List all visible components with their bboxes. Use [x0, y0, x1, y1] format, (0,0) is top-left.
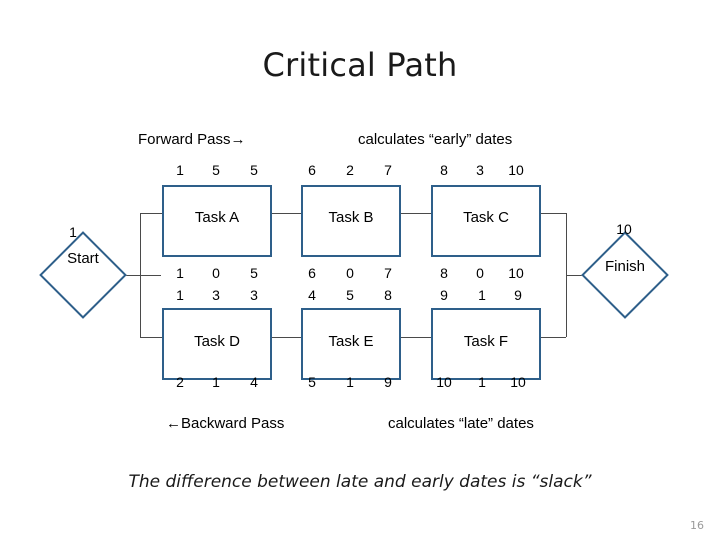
task-c-early-finish: 10 — [508, 162, 524, 178]
connector-to-finish — [566, 275, 594, 276]
finish-node-label: Finish — [604, 258, 645, 275]
start-node[interactable] — [39, 231, 127, 319]
task-f-slack: 1 — [478, 374, 486, 390]
task-b-early-finish: 7 — [384, 162, 392, 178]
task-a-early-start: 1 — [176, 162, 184, 178]
connector-start-vertical — [140, 213, 141, 337]
task-e-early-finish: 8 — [384, 287, 392, 303]
forward-pass-description: calculates “early” dates — [358, 131, 513, 148]
task-b-slack: 0 — [346, 265, 354, 281]
task-d-early-start: 1 — [176, 287, 184, 303]
task-e-early-start: 4 — [308, 287, 316, 303]
task-f-duration: 1 — [478, 287, 486, 303]
task-a-late-finish: 5 — [250, 265, 258, 281]
backward-pass-description: calculates “late” dates — [388, 415, 534, 432]
backward-pass-label: ←Backward Pass — [166, 415, 285, 432]
task-box-a[interactable]: Task A — [162, 185, 272, 257]
task-e-label: Task E — [328, 333, 374, 350]
task-d-label: Task D — [194, 333, 240, 350]
task-a-late-start: 1 — [176, 265, 184, 281]
task-c-label: Task C — [463, 209, 509, 226]
task-b-late-start: 6 — [308, 265, 316, 281]
finish-node[interactable] — [581, 231, 669, 319]
task-c-late-finish: 10 — [508, 265, 524, 281]
task-e-late-finish: 9 — [384, 374, 392, 390]
connector-task-f-to-finish — [541, 337, 566, 338]
task-box-f[interactable]: Task F — [431, 308, 541, 380]
task-a-duration: 5 — [212, 162, 220, 178]
task-e-duration: 5 — [346, 287, 354, 303]
task-f-label: Task F — [463, 333, 509, 350]
page-number: 16 — [690, 519, 704, 532]
task-d-duration: 3 — [212, 287, 220, 303]
connector-task-b-to-task-c — [401, 213, 431, 214]
task-c-early-start: 8 — [440, 162, 448, 178]
connector-start-to-tasks — [114, 275, 161, 276]
task-f-late-finish: 10 — [510, 374, 526, 390]
task-a-label: Task A — [194, 209, 240, 226]
start-node-label: Start — [67, 250, 99, 267]
connector-task-a-to-task-b — [271, 213, 301, 214]
task-a-slack: 0 — [212, 265, 220, 281]
task-b-late-finish: 7 — [384, 265, 392, 281]
connector-task-e-to-task-f — [401, 337, 431, 338]
task-d-early-finish: 3 — [250, 287, 258, 303]
task-box-e[interactable]: Task E — [301, 308, 401, 380]
task-box-b[interactable]: Task B — [301, 185, 401, 257]
forward-pass-label: Forward Pass→ — [138, 131, 246, 148]
task-box-d[interactable]: Task D — [162, 308, 272, 380]
task-d-late-start: 2 — [176, 374, 184, 390]
task-c-slack: 0 — [476, 265, 484, 281]
page-title: Critical Path — [262, 46, 458, 84]
slack-footnote: The difference between late and early da… — [128, 472, 592, 492]
task-box-c[interactable]: Task C — [431, 185, 541, 257]
task-d-late-finish: 4 — [250, 374, 258, 390]
task-c-duration: 3 — [476, 162, 484, 178]
task-e-late-start: 5 — [308, 374, 316, 390]
connector-start-to-task-d — [140, 337, 162, 338]
task-f-early-start: 9 — [440, 287, 448, 303]
task-d-slack: 1 — [212, 374, 220, 390]
task-c-late-start: 8 — [440, 265, 448, 281]
task-f-early-finish: 9 — [514, 287, 522, 303]
task-f-late-start: 10 — [436, 374, 452, 390]
task-b-early-start: 6 — [308, 162, 316, 178]
task-e-slack: 1 — [346, 374, 354, 390]
start-node-value: 1 — [69, 224, 77, 240]
finish-node-value: 10 — [616, 221, 632, 237]
connector-task-c-to-finish — [541, 213, 566, 214]
connector-task-d-to-task-e — [271, 337, 301, 338]
task-a-early-finish: 5 — [250, 162, 258, 178]
connector-start-to-task-a — [140, 213, 162, 214]
task-b-duration: 2 — [346, 162, 354, 178]
task-b-label: Task B — [328, 209, 374, 226]
